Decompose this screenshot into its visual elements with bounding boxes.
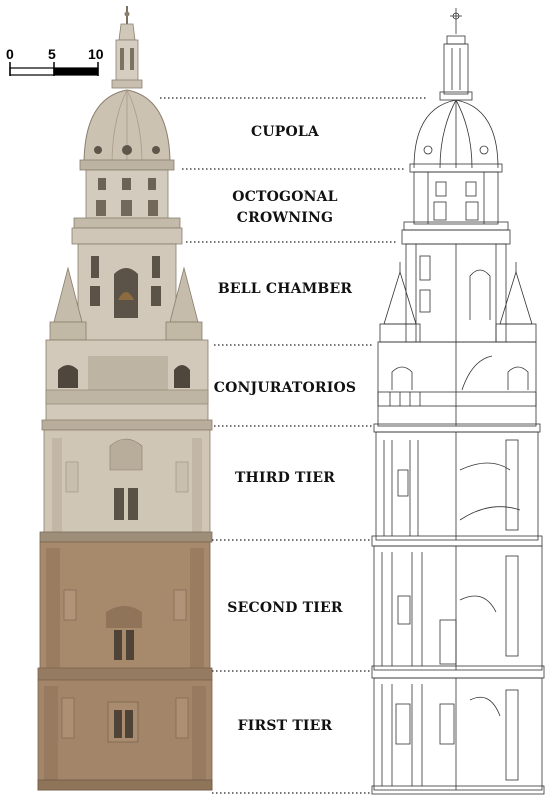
section-divider-lines <box>160 97 428 794</box>
scale-label-5: 5 <box>48 46 56 62</box>
label-first-tier: FIRST TIER <box>237 718 333 734</box>
scale-bar <box>9 62 99 76</box>
label-octogonal-crowning: OCTOGONAL CROWNING <box>232 189 338 226</box>
label-third-tier: THIRD TIER <box>234 470 336 486</box>
label-second-tier: SECOND TIER <box>227 600 343 616</box>
tower-photo <box>37 6 213 791</box>
label-cupola: CUPOLA <box>251 124 319 140</box>
scale-label-0: 0 <box>6 46 14 62</box>
label-conjuratorios: CONJURATORIOS <box>213 380 357 396</box>
label-bell-chamber: BELL CHAMBER <box>217 281 353 297</box>
scale-label-10: 10 <box>88 46 104 62</box>
tower-elevation-drawing <box>371 8 545 795</box>
